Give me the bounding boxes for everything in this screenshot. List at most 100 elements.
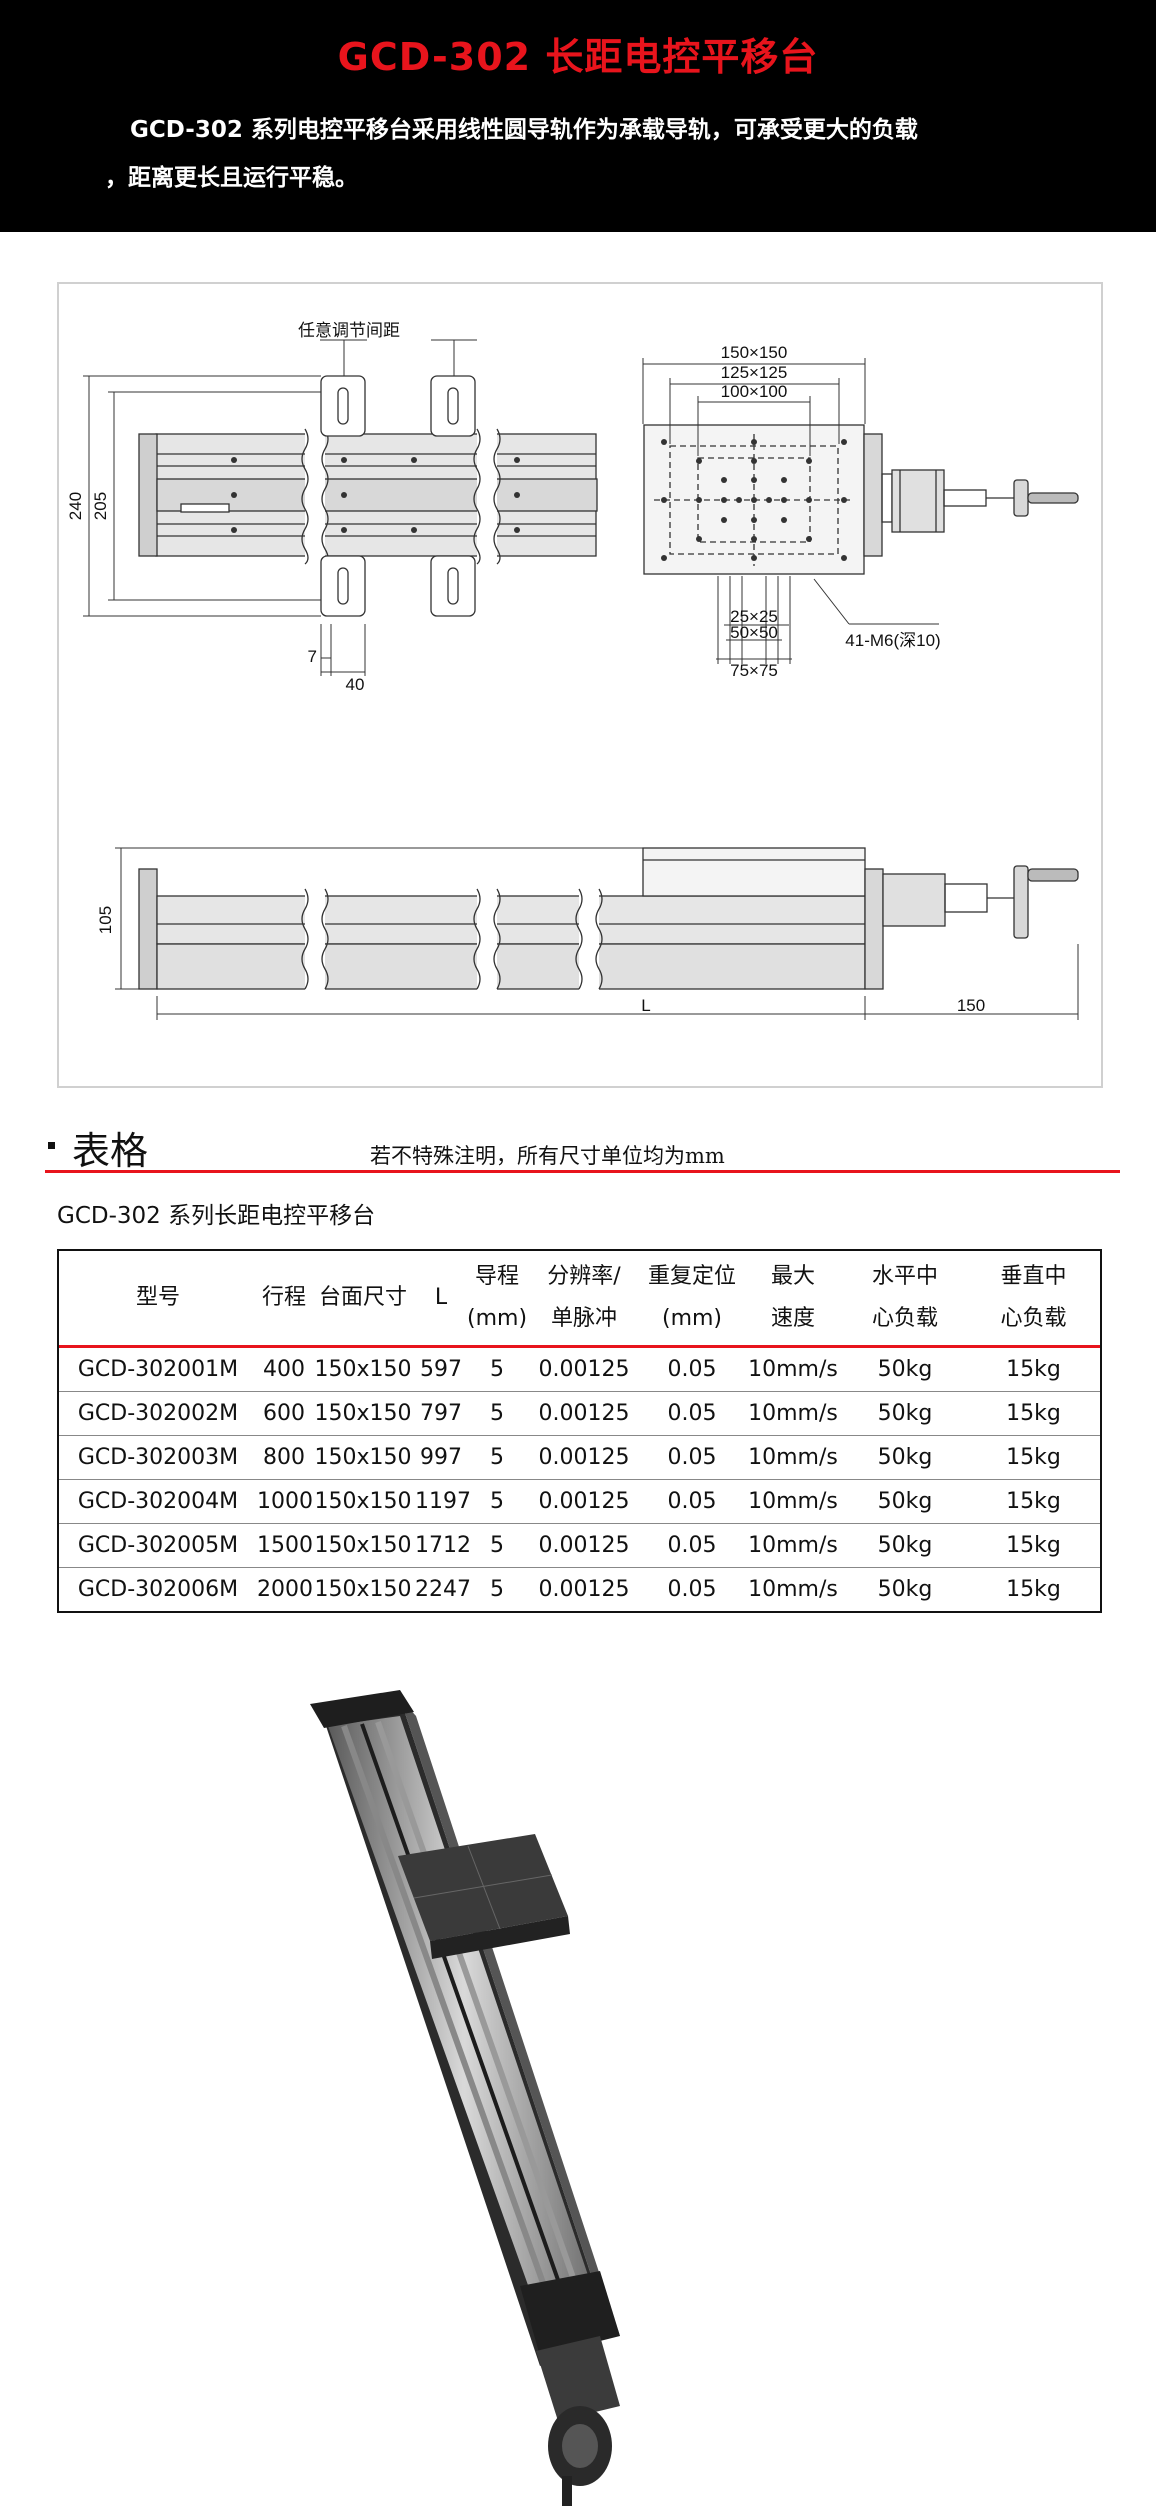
dim-L-label: L — [641, 996, 650, 1015]
table-header-text: (mm) — [467, 1306, 528, 1331]
table-cell: 1197 — [415, 1479, 471, 1524]
table-cell: 10mm/s — [743, 1523, 843, 1568]
table-cell: 150x150 — [311, 1391, 415, 1436]
table-cell: 0.05 — [641, 1567, 743, 1611]
table-header-text: 行程 — [261, 1285, 306, 1310]
description-line-1: GCD-302 系列电控平移台采用线性圆导轨作为承载导轨，可承受更大的负载 — [130, 117, 918, 143]
dim-150b-label: 150 — [957, 996, 985, 1015]
table-header-cell: 导程 (mm) — [467, 1251, 528, 1348]
table-cell: 150x150 — [311, 1523, 415, 1568]
table-cell: 400 — [263, 1357, 305, 1382]
dim-holes-label: 41-M6(深10) — [845, 631, 940, 650]
table-header-text: 心负载 — [871, 1306, 938, 1331]
table-cell: 1500 — [257, 1523, 313, 1568]
section-label: 表格 — [72, 1129, 149, 1173]
table-header-text: (mm) — [661, 1306, 723, 1331]
table-cell: 800 — [257, 1435, 311, 1480]
table-cell: 0.00125 — [527, 1523, 641, 1568]
product-description: GCD-302 系列电控平移台采用线性圆导轨作为承载导轨，可承受更大的负载 ，距… — [105, 106, 1030, 202]
table-header-cell: 台面尺寸 — [311, 1251, 415, 1348]
table-cell: 15kg — [967, 1435, 1100, 1480]
table-header-cell: 型号 — [59, 1251, 257, 1348]
table-cell: 15kg — [967, 1391, 1100, 1436]
table-cell: 5 — [467, 1391, 527, 1436]
table-cell: 10mm/s — [748, 1357, 838, 1382]
table-cell: 0.05 — [667, 1357, 717, 1382]
table-cell: 0.05 — [641, 1391, 743, 1436]
unit-note: 若不特殊注明，所有尺寸单位均为mm — [370, 1144, 725, 1168]
bullet-icon — [48, 1142, 55, 1149]
dim-50-label: 50×50 — [730, 623, 778, 642]
table-cell: 10mm/s — [743, 1479, 843, 1524]
table-section-header: 表格 若不特殊注明，所有尺寸单位均为mm — [45, 1118, 1120, 1174]
table-cell: 150x150 — [311, 1479, 415, 1524]
table-header-text: 心负载 — [1000, 1306, 1067, 1331]
table-header-text: L — [434, 1285, 448, 1310]
header-banner: GCD-302 长距电控平移台 GCD-302 系列电控平移台采用线性圆导轨作为… — [0, 0, 1156, 232]
table-cell: 15kg — [967, 1523, 1100, 1568]
page-title: GCD-302 长距电控平移台 — [337, 35, 819, 79]
table-subtitle: GCD-302 系列长距电控平移台 — [57, 1203, 376, 1229]
table-header-text: 重复定位 — [647, 1264, 736, 1289]
dim-25-label: 25×25 — [730, 607, 778, 626]
table-header-text: 分辨率/ — [547, 1264, 621, 1289]
table-cell: 600 — [257, 1391, 311, 1436]
table-header-text: 垂直中 — [1000, 1264, 1067, 1289]
table-cell: 5 — [467, 1479, 527, 1524]
table-cell: 0.05 — [641, 1479, 743, 1524]
table-cell: 10mm/s — [743, 1435, 843, 1480]
dim-205-label: 205 — [91, 492, 110, 520]
table-cell: 0.00125 — [527, 1567, 641, 1611]
table-cell: 0.00125 — [538, 1357, 630, 1382]
table-cell: 50kg — [843, 1479, 967, 1524]
product-photo — [300, 1686, 820, 2506]
dim-100-label: 100×100 — [721, 382, 788, 401]
table-header-cell: L — [415, 1251, 467, 1348]
table-cell: GCD-302003M — [59, 1435, 257, 1480]
dim-105-label: 105 — [96, 906, 115, 934]
table-header-text: 单脉冲 — [550, 1306, 617, 1331]
table-cell: 15kg — [1006, 1357, 1061, 1382]
table-cell: 0.05 — [641, 1435, 743, 1480]
table-header-text: 水平中 — [871, 1264, 938, 1289]
description-line-2: ，距离更长且运行平稳。 — [105, 165, 358, 191]
table-cell: 50kg — [843, 1567, 967, 1611]
table-cell: 50kg — [843, 1435, 967, 1480]
table-cell: 15kg — [967, 1479, 1100, 1524]
dim-125-label: 125×125 — [721, 363, 788, 382]
table-cell: 0.05 — [641, 1523, 743, 1568]
table-cell: 15kg — [967, 1567, 1100, 1611]
table-cell: 5 — [490, 1357, 504, 1382]
table-header-cell: 行程 — [257, 1251, 311, 1348]
table-cell: 2247 — [415, 1567, 471, 1611]
table-cell: 1000 — [257, 1479, 313, 1524]
table-cell: 0.00125 — [527, 1479, 641, 1524]
table-cell: 150x150 — [314, 1357, 412, 1382]
table-cell: 10mm/s — [743, 1391, 843, 1436]
table-cell: 797 — [415, 1391, 467, 1436]
table-cell: 150x150 — [311, 1567, 415, 1611]
table-cell: 50kg — [843, 1391, 967, 1436]
table-cell: GCD-302005M — [59, 1523, 257, 1568]
table-cell: 597 — [420, 1357, 462, 1382]
table-cell: 2000 — [257, 1567, 313, 1611]
table-cell: 50kg — [877, 1357, 933, 1382]
table-cell: 0.00125 — [527, 1391, 641, 1436]
table-cell: 0.00125 — [527, 1435, 641, 1480]
table-header-cell: 垂直中心负载 — [967, 1251, 1100, 1348]
table-header-text: 导程 — [474, 1264, 519, 1289]
section-divider — [45, 1170, 1120, 1173]
table-header-cell: 最大速度 — [743, 1251, 843, 1348]
table-header-cell: 水平中心负载 — [843, 1251, 967, 1348]
table-cell: 5 — [467, 1567, 527, 1611]
table-cell: GCD-302004M — [59, 1479, 257, 1524]
product-photo-svg — [310, 1690, 620, 2506]
table-header-cell: 分辨率/单脉冲 — [527, 1251, 641, 1348]
